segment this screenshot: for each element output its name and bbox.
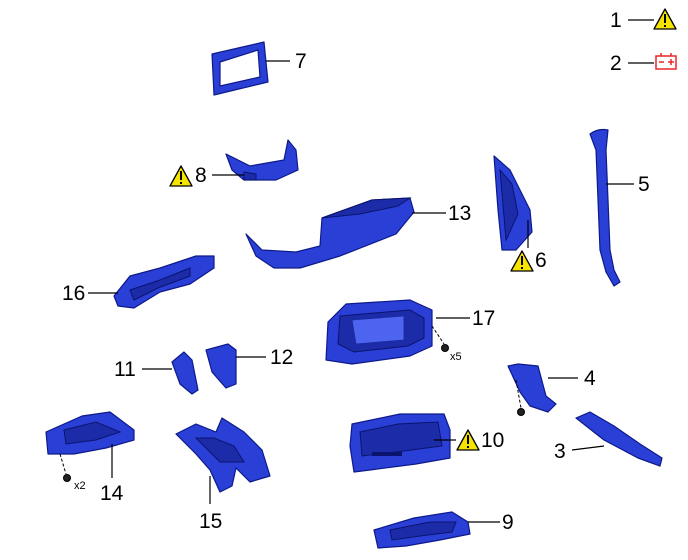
warning-icon bbox=[169, 165, 193, 187]
callout-16: 16 bbox=[62, 282, 85, 305]
callout-8: 8 bbox=[195, 164, 207, 187]
callout-17: 17 bbox=[472, 307, 495, 330]
callout-3: 3 bbox=[554, 440, 566, 463]
part-10-glovebox-door: 10 bbox=[349, 413, 504, 473]
part-16-lower-trim: 16 bbox=[62, 255, 215, 309]
part-11-bracket: 11 bbox=[114, 351, 199, 395]
part-17-glovebox-housing: x5 17 bbox=[325, 299, 495, 365]
callout-1: 1 bbox=[610, 9, 622, 32]
part-9-bottom-rail: 9 bbox=[373, 511, 514, 549]
warning-icon bbox=[653, 8, 677, 30]
callout-4: 4 bbox=[584, 367, 596, 390]
part-12-bracket: 12 bbox=[205, 343, 293, 389]
legend-battery: 2 bbox=[610, 52, 677, 75]
callout-13: 13 bbox=[448, 202, 471, 225]
screw-icon bbox=[59, 453, 71, 482]
callout-7: 7 bbox=[295, 50, 307, 73]
callout-5: 5 bbox=[638, 173, 650, 196]
warning-icon bbox=[456, 429, 480, 451]
part-7-bezel: 7 bbox=[211, 41, 307, 96]
callout-9: 9 bbox=[502, 511, 514, 534]
part-14-lower-bracket: x2 14 bbox=[45, 411, 135, 505]
clip-icon bbox=[515, 379, 525, 416]
callout-2: 2 bbox=[610, 52, 622, 75]
quantity-x5: x5 bbox=[450, 351, 462, 363]
callout-6: 6 bbox=[535, 249, 547, 272]
legend-warning: 1 bbox=[610, 8, 677, 32]
part-15-center-bracket: 15 bbox=[175, 417, 271, 533]
part-5-weatherstrip: 5 bbox=[589, 128, 650, 287]
callout-14: 14 bbox=[100, 482, 124, 505]
callout-10: 10 bbox=[481, 429, 504, 452]
warning-icon bbox=[510, 250, 534, 272]
callout-12: 12 bbox=[270, 346, 293, 369]
part-4-corner-trim: 4 bbox=[507, 363, 596, 416]
screw-icon bbox=[431, 325, 449, 352]
part-3-scuff-plate: 3 bbox=[554, 411, 663, 467]
part-13-dash-panel: 13 bbox=[245, 197, 471, 269]
quantity-x2: x2 bbox=[74, 480, 86, 492]
part-8-bracket: 8 bbox=[169, 139, 299, 187]
callout-15: 15 bbox=[199, 510, 222, 533]
callout-11: 11 bbox=[114, 358, 136, 381]
part-6-side-panel: 6 bbox=[493, 155, 547, 272]
battery-icon bbox=[655, 53, 677, 70]
